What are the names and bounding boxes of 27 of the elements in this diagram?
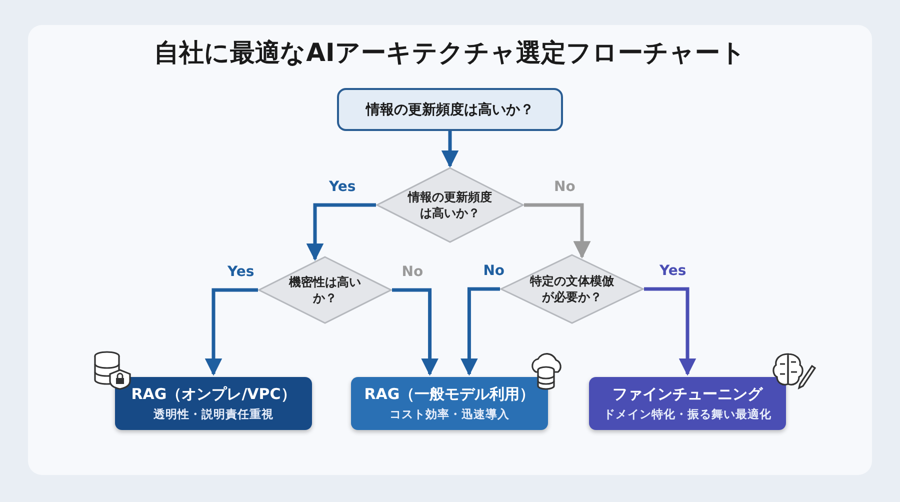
question-text: 機密性は高いか？ xyxy=(288,274,362,306)
edge-label: No xyxy=(553,179,576,195)
title: 自社に最適なAIアーキテクチャ選定フローチャート xyxy=(153,37,747,69)
arrow xyxy=(392,288,439,376)
result-description: ドメイン特化・振る舞い最適化 xyxy=(604,407,772,422)
result-box xyxy=(351,377,548,430)
result-description: コスト効率・迅速導入 xyxy=(390,407,510,422)
arrow xyxy=(524,203,591,259)
edge-label: No xyxy=(400,264,424,280)
edge-label: Yes xyxy=(328,179,357,195)
result-box xyxy=(115,377,312,430)
arrow xyxy=(204,288,258,376)
arrow xyxy=(441,131,459,168)
start-box: 情報の更新頻度は高いか？ xyxy=(337,88,563,131)
result-title: RAG（一般モデル利用） xyxy=(364,385,535,404)
question-text: 特定の文体模倣が必要か？ xyxy=(528,272,615,306)
result-box xyxy=(589,377,786,430)
question-text: 情報の更新頻度は高いか？ xyxy=(406,188,493,222)
edge-label: No xyxy=(482,263,506,279)
result-description: 透明性・説明責任重視 xyxy=(154,407,274,422)
edge-label: Yes xyxy=(658,263,688,279)
result-title: ファインチューニング xyxy=(612,385,762,404)
edge-label: Yes xyxy=(226,264,256,280)
arrow xyxy=(460,287,500,376)
result-title: RAG（オンプレ/VPC） xyxy=(131,385,296,404)
arrow xyxy=(644,287,696,376)
arrow xyxy=(306,203,376,261)
